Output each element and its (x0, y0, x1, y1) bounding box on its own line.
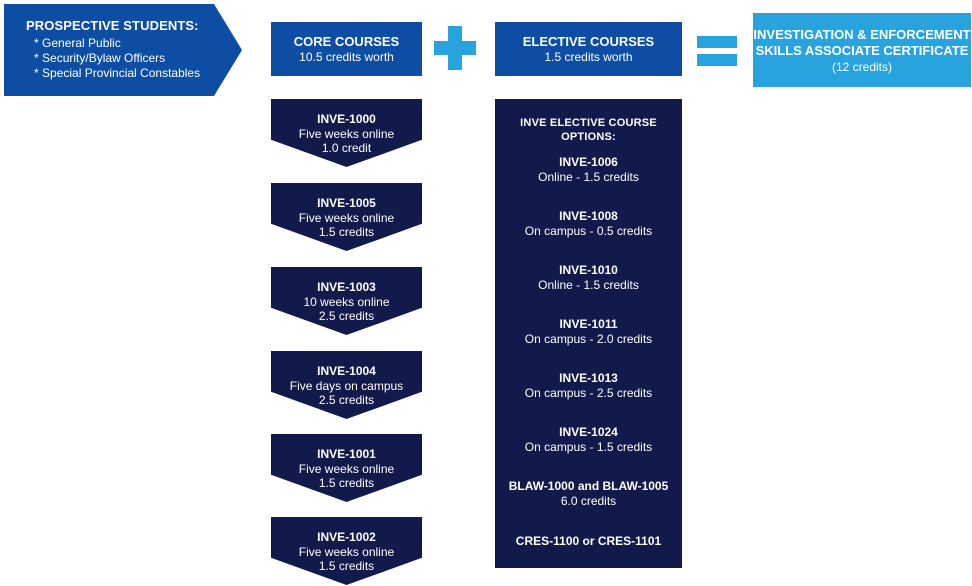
elective-detail: Online - 1.5 credits (538, 278, 639, 292)
core-course-chevron: INVE-1000 Five weeks online 1.0 credit (271, 99, 422, 167)
elective-option: INVE-1008 On campus - 0.5 credits (495, 209, 682, 239)
elective-option: INVE-1011 On campus - 2.0 credits (495, 317, 682, 347)
core-course-chevron: INVE-1004 Five days on campus 2.5 credit… (271, 351, 422, 419)
course-code: INVE-1004 (317, 364, 376, 378)
elective-code: INVE-1010 (559, 263, 618, 277)
elective-courses-header: ELECTIVE COURSES 1.5 credits worth (495, 22, 682, 76)
certificate-title-line1: INVESTIGATION & ENFORCEMENT (753, 26, 971, 42)
elective-option: INVE-1010 Online - 1.5 credits (495, 263, 682, 293)
elective-code: INVE-1024 (559, 425, 618, 439)
elective-code: INVE-1013 (559, 371, 618, 385)
elective-code: CRES-1100 or CRES-1101 (515, 534, 662, 548)
elective-option: CRES-1100 or CRES-1101 (495, 534, 682, 549)
elective-options-panel (495, 99, 682, 568)
elective-code: BLAW-1000 and BLAW-1005 (508, 479, 669, 493)
core-course-chevron: INVE-1001 Five weeks online 1.5 credits (271, 434, 422, 502)
core-course-chevron: INVE-1002 Five weeks online 1.5 credits (271, 517, 422, 585)
core-courses-title: CORE COURSES (293, 34, 400, 49)
course-credits: 1.5 credits (318, 225, 375, 239)
course-credits: 1.5 credits (318, 476, 375, 490)
elective-option: INVE-1006 Online - 1.5 credits (495, 155, 682, 185)
elective-detail: Online - 1.5 credits (538, 170, 639, 184)
elective-code: INVE-1006 (559, 155, 618, 169)
course-duration: Five weeks online (298, 544, 395, 559)
course-credits: 1.0 credit (321, 141, 372, 155)
course-duration: Five weeks online (298, 210, 395, 225)
elective-option: BLAW-1000 and BLAW-1005 6.0 credits (495, 479, 682, 509)
prospective-item: Special Provincial Constables (34, 66, 200, 81)
course-code: INVE-1000 (317, 112, 376, 126)
elective-detail: On campus - 2.5 credits (524, 386, 653, 400)
elective-options-heading: INVE ELECTIVE COURSE OPTIONS: (495, 116, 682, 144)
elective-heading-line1: INVE ELECTIVE COURSE (520, 117, 657, 129)
course-credits: 2.5 credits (318, 309, 375, 323)
course-duration: Five weeks online (298, 461, 395, 476)
elective-code: INVE-1008 (559, 209, 618, 223)
prospective-students-title: PROSPECTIVE STUDENTS: (26, 18, 199, 33)
course-duration: Five days on campus (289, 378, 404, 393)
course-duration: Five weeks online (298, 126, 395, 141)
elective-detail: On campus - 2.0 credits (524, 332, 653, 346)
course-credits: 1.5 credits (318, 559, 375, 573)
elective-courses-title: ELECTIVE COURSES (522, 34, 655, 49)
elective-detail: 6.0 credits (560, 494, 617, 508)
elective-code: INVE-1011 (559, 317, 618, 331)
elective-courses-subtitle: 1.5 credits worth (544, 50, 633, 64)
course-credits: 2.5 credits (318, 393, 375, 407)
core-courses-header: CORE COURSES 10.5 credits worth (271, 22, 422, 76)
course-code: INVE-1005 (317, 196, 376, 210)
elective-option: INVE-1024 On campus - 1.5 credits (495, 425, 682, 455)
course-duration: 10 weeks online (303, 294, 390, 309)
course-code: INVE-1002 (317, 530, 376, 544)
core-course-chevron: INVE-1005 Five weeks online 1.5 credits (271, 183, 422, 251)
certificate-title-line2: SKILLS ASSOCIATE CERTIFICATE (755, 42, 969, 58)
prospective-students-list: General Public Security/Bylaw Officers S… (34, 36, 200, 81)
course-code: INVE-1001 (317, 447, 376, 461)
elective-option: INVE-1013 On campus - 2.5 credits (495, 371, 682, 401)
prospective-item: General Public (34, 36, 200, 51)
elective-heading-line2: OPTIONS: (561, 131, 616, 143)
elective-detail: On campus - 1.5 credits (524, 440, 653, 454)
core-courses-subtitle: 10.5 credits worth (299, 50, 394, 64)
certificate-subtitle: (12 credits) (831, 59, 893, 74)
elective-detail: On campus - 0.5 credits (524, 224, 653, 238)
course-code: INVE-1003 (317, 280, 376, 294)
core-course-chevron: INVE-1003 10 weeks online 2.5 credits (271, 267, 422, 335)
certificate-box: INVESTIGATION & ENFORCEMENT SKILLS ASSOC… (753, 13, 971, 87)
prospective-item: Security/Bylaw Officers (34, 51, 200, 66)
